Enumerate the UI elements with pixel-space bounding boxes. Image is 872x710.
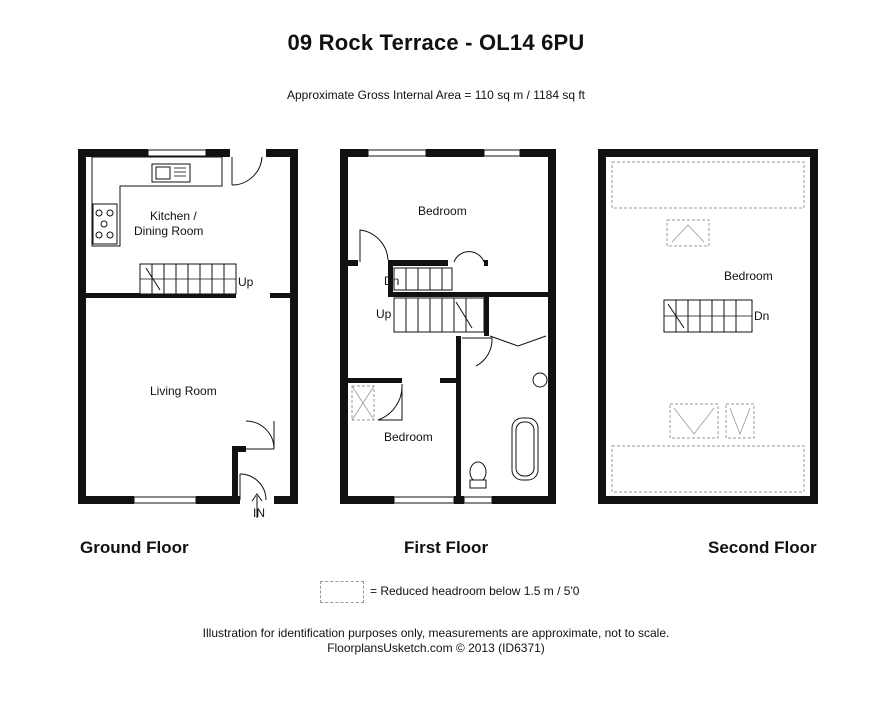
bath: [511, 417, 539, 481]
legend-text: = Reduced headroom below 1.5 m / 5'0: [370, 584, 580, 599]
wall-right: [290, 149, 298, 504]
window-bottom-left: [393, 496, 455, 504]
basin: [532, 372, 548, 388]
toilet: [469, 461, 487, 483]
porch-wall-top: [232, 446, 246, 452]
window-top-left: [367, 149, 427, 157]
second-bedroom: Bedroom: [724, 269, 773, 283]
area-subtitle: Approximate Gross Internal Area = 110 sq…: [286, 88, 586, 102]
porch-wall-left: [232, 446, 238, 502]
window-top: [147, 149, 207, 157]
ground-stairs: [139, 263, 237, 295]
internal-wall-a: [86, 293, 236, 298]
wall-left: [78, 149, 86, 504]
legend-swatch: [320, 581, 364, 603]
hob: [92, 203, 118, 245]
wall-right: [548, 149, 556, 504]
disclaimer: Illustration for identification purposes…: [202, 626, 670, 640]
wall-top-a: [78, 149, 148, 157]
internal-wall-b: [270, 293, 290, 298]
ground-floor-plan: Kitchen / Dining Room Up Living Room IN: [78, 149, 298, 520]
footer: Illustration for identification purposes…: [0, 626, 872, 656]
window-top-right: [483, 149, 521, 157]
second-stairs: [663, 299, 753, 333]
first-bedroom-top: Bedroom: [418, 204, 467, 218]
first-stairs-dn: Dn: [384, 274, 399, 288]
first-bedroom-bottom: Bedroom: [384, 430, 433, 444]
first-floor-plan: Bedroom Bedroom Dn Up: [340, 149, 556, 504]
first-stairs: [393, 267, 485, 333]
window-bottom: [133, 496, 197, 504]
window-bottom-right: [463, 496, 493, 504]
wall-bottom-a: [78, 496, 134, 504]
wall-left: [340, 149, 348, 504]
first-floor-label: First Floor: [404, 538, 489, 557]
entrance-label: IN: [253, 506, 265, 520]
wall-bottom-b: [196, 496, 240, 504]
entrance-arrow-icon: [251, 493, 263, 518]
second-stairs-dn: Dn: [754, 309, 769, 323]
wall-bottom-c: [274, 496, 298, 504]
headroom-legend: = Reduced headroom below 1.5 m / 5'0: [320, 581, 579, 603]
ground-floor-label: Ground Floor: [80, 538, 189, 557]
second-floor-plan: Bedroom Dn: [598, 149, 818, 504]
plan-title: 09 Rock Terrace - OL14 6PU: [287, 30, 585, 55]
wall-top-b: [206, 149, 230, 157]
sink: [151, 163, 191, 183]
living-room-label: Living Room: [150, 384, 217, 398]
wall-top-c: [266, 149, 298, 157]
first-stairs-up: Up: [376, 307, 392, 321]
second-floor-label: Second Floor: [708, 538, 817, 557]
ground-stairs-up: Up: [238, 275, 254, 289]
kitchen-label-1: Kitchen /: [150, 209, 197, 223]
copyright: FloorplansUsketch.com © 2013 (ID6371): [327, 641, 545, 655]
kitchen-label-2: Dining Room: [134, 224, 203, 238]
